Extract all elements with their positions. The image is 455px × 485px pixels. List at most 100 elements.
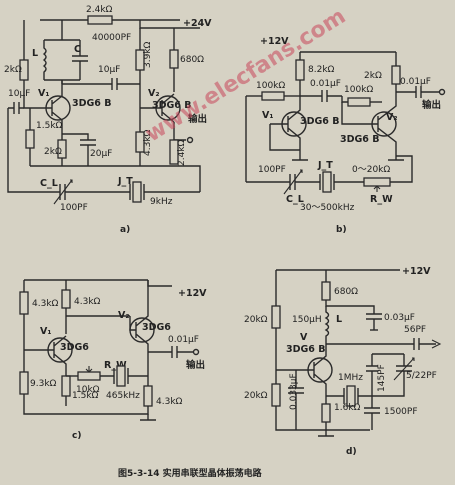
resistor-100k-b <box>347 97 371 107</box>
crystal-465k <box>116 365 126 387</box>
label-supply-d: +12V <box>402 266 431 277</box>
label-v1-c: V₁ <box>40 326 52 337</box>
resistor-8-2k <box>295 59 305 81</box>
label-r-2-4k-b: 2.4kΩ <box>177 139 187 166</box>
label-r-2k-left: 2kΩ <box>4 65 22 75</box>
label-r-10k: 10kΩ <box>76 385 100 395</box>
label-supply-b: +12V <box>260 36 289 47</box>
label-v1-type-b: 3DG6 B <box>300 116 339 127</box>
label-supply-c: +12V <box>178 288 207 299</box>
label-cl-b: C_L <box>286 194 304 205</box>
label-c-var: 5/22PF <box>406 371 437 381</box>
label-c-0033: 0.033μF <box>289 373 299 410</box>
label-cap-40000: 40000PF <box>92 33 131 43</box>
crystal-jt-a <box>132 181 142 203</box>
label-r-20k-a: 20kΩ <box>244 315 268 325</box>
label-jt-a: J_T <box>117 176 133 187</box>
resistor-2-4k-b <box>169 139 179 165</box>
label-r-9-3k: 9.3kΩ <box>30 379 57 389</box>
label-supply-a: +24V <box>183 18 212 29</box>
potentiometer-rw-c <box>77 371 101 381</box>
tag-a: a) <box>120 225 130 235</box>
label-cap-tank: C <box>74 44 81 55</box>
label-r-3-9k: 3.9kΩ <box>143 41 153 68</box>
resistor-1-5k-c <box>61 375 71 397</box>
label-v1-b: V₁ <box>262 110 274 121</box>
label-c-10u-b: 10μF <box>98 65 120 75</box>
circuit-c: +12V 4.3kΩ 4.3kΩ V₂ 3DG6 0.01μF 输出 V₁ 3D… <box>19 279 207 441</box>
label-r-pot-b: 0～20kΩ <box>352 165 390 175</box>
label-rw-b: R_W <box>370 194 393 205</box>
label-r-4-3k-a-c: 4.3kΩ <box>32 299 59 309</box>
label-c-out-b: 0.01μF <box>400 77 431 87</box>
label-r-100k-b: 100kΩ <box>344 85 373 95</box>
label-r-680-a: 680Ω <box>180 55 204 65</box>
label-r-1-5k-c: 1.5kΩ <box>72 391 99 401</box>
inductor-l <box>42 40 47 80</box>
tag-c: c) <box>72 431 81 441</box>
label-v2-type-b: 3DG6 B <box>340 134 379 145</box>
crystal-jt-b <box>322 171 332 193</box>
label-r-20k-b: 20kΩ <box>244 391 268 401</box>
circuit-a: 2.4kΩ +24V L C 40000PF 2kΩ 10μF V₁ 3DG6 … <box>4 5 212 235</box>
inductor-150uh <box>324 306 330 344</box>
label-inductor-a: L <box>32 48 38 59</box>
output-terminal-c <box>192 348 200 356</box>
label-c-003: 0.03μF <box>384 313 415 323</box>
label-v-d: V <box>300 332 308 343</box>
crystal-1mhz <box>346 385 356 407</box>
label-r-2k-b: 2kΩ <box>364 71 382 81</box>
output-terminal-a <box>186 136 194 144</box>
label-c-20u: 20μF <box>90 149 112 159</box>
label-r-4-3k-b-c: 4.3kΩ <box>74 297 101 307</box>
label-v2-type-a: 3DG6 B <box>152 100 191 111</box>
label-v2-a: V₂ <box>148 88 160 99</box>
label-jt-freq-a: 9kHz <box>150 197 173 207</box>
resistor-4-3k-b-c <box>61 289 71 309</box>
label-r-top: 2.4kΩ <box>86 5 113 15</box>
resistor-1-6k <box>321 403 331 423</box>
label-out-c: 输出 <box>186 359 205 371</box>
label-l-d: L <box>336 314 342 325</box>
resistor-1-5k-a <box>25 129 35 149</box>
resistor-20k-b <box>271 383 281 407</box>
resistor-100k-a <box>261 91 285 101</box>
figure-caption: 图5-3-14 实用串联型晶体振荡电路 <box>118 467 263 479</box>
resistor-680-a <box>169 49 179 69</box>
label-v2-type-c: 3DG6 <box>142 322 171 333</box>
label-out-b: 输出 <box>422 99 441 111</box>
label-r-100k-a: 100kΩ <box>256 81 285 91</box>
label-jt-b: J_T <box>317 160 333 171</box>
resistor-680-d <box>321 281 331 301</box>
potentiometer-rw-b <box>363 177 391 187</box>
label-r-4-3k-c-c: 4.3kΩ <box>156 397 183 407</box>
circuit-d: +12V 20kΩ 680Ω 0.03μF 150μH L 56PF V 3DG… <box>244 266 442 457</box>
output-terminal-b <box>438 88 446 96</box>
label-r-8-2k: 8.2kΩ <box>308 65 335 75</box>
tag-d: d) <box>346 447 357 457</box>
resistor-9-3k <box>19 371 29 395</box>
label-v-type-d: 3DG6 B <box>286 344 325 355</box>
label-v2-b: V₂ <box>386 112 398 123</box>
label-c-001-b: 0.01μF <box>310 79 341 89</box>
label-r-4-3k-a: 4.3kΩ <box>143 129 153 156</box>
label-rw-c: R_W <box>104 360 127 371</box>
label-c-1500p: 1500PF <box>384 407 418 417</box>
label-c-out-c: 0.01μF <box>168 335 199 345</box>
label-out-a: 输出 <box>188 113 207 125</box>
label-freq-b: 30～500kHz <box>300 203 355 213</box>
resistor-2-4k-top <box>87 15 113 25</box>
resistor-4-3k-a-c <box>19 291 29 315</box>
label-v1-type-a: 3DG6 B <box>72 98 111 109</box>
label-r-2k-mid: 2kΩ <box>44 147 62 157</box>
label-c-145p: 145PF <box>377 364 387 392</box>
label-r-680-d: 680Ω <box>334 287 358 297</box>
resistor-20k-a <box>271 305 281 329</box>
resistor-4-3k-c-c <box>143 385 153 407</box>
label-ind-d: 150μH <box>292 315 322 325</box>
label-v1-type-c: 3DG6 <box>60 342 89 353</box>
label-c-56p: 56PF <box>404 325 426 335</box>
label-r-1-6k: 1.6kΩ <box>334 403 361 413</box>
label-c-100p-b: 100PF <box>258 165 286 175</box>
